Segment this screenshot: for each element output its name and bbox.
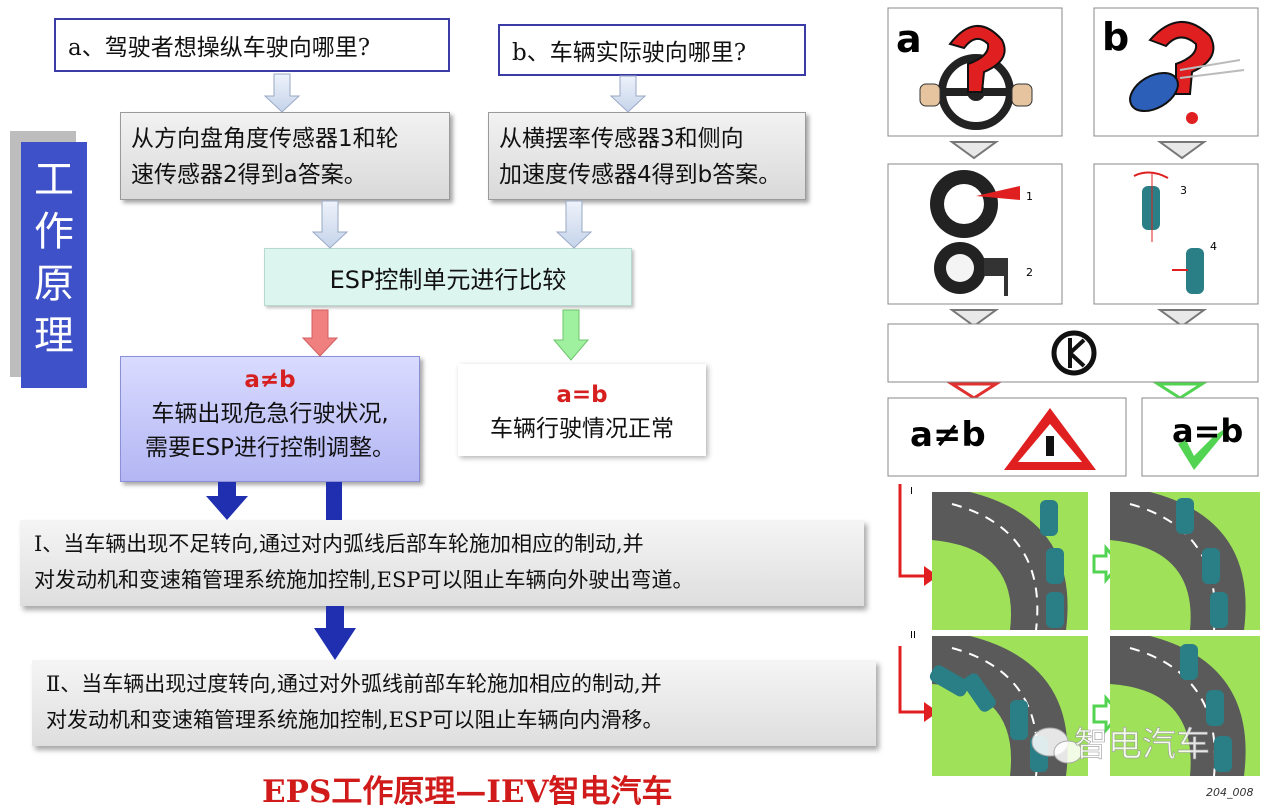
flow-arrows [206, 73, 647, 660]
neq-title: a≠b [244, 367, 296, 393]
lateral-car-icon [1172, 248, 1204, 294]
panel-sensors-b [1093, 163, 1259, 305]
side-title-char: 作 [34, 209, 74, 255]
steering-question-icon [919, 24, 1033, 130]
red-flow-line [898, 646, 924, 714]
road-scene-1b [1110, 492, 1260, 631]
figure-code: 204_008 [1206, 786, 1254, 799]
watermark-text: 智电汽车 [1074, 725, 1210, 765]
car-question-icon [1129, 20, 1245, 124]
green-arrow-icon [1152, 382, 1208, 400]
compare-box: ESP控制单元进行比较 [264, 248, 632, 306]
sensor-number: 4 [1210, 240, 1217, 253]
neq-line: 车辆出现危急行驶状况, [151, 401, 389, 427]
sensor-a-line: 从方向盘角度传感器1和轮 [131, 126, 399, 152]
case2-line: Ⅱ、当车辆出现过度转向,通过对外弧线前部车轮施加相应的制动,并 [46, 672, 662, 696]
arrow-down-icon [948, 141, 1000, 160]
neq-sign-text: a≠b [910, 415, 986, 455]
arrow-down-icon [609, 75, 647, 113]
diagram-panel: a b 1 2 3 [887, 7, 1260, 799]
yaw-car-icon [1133, 171, 1169, 242]
check-icon [1178, 424, 1232, 470]
road-scene-1a [932, 492, 1088, 631]
neq-box: a≠b 车辆出现危急行驶状况, 需要ESP进行控制调整。 [120, 356, 420, 482]
control-unit-icon [1051, 330, 1097, 376]
question-a-text: a、驾驶者想操纵车驶向哪里? [68, 35, 371, 61]
blue-bar [326, 482, 342, 520]
sensor-number: 2 [1026, 266, 1033, 279]
arrow-down-icon [263, 73, 301, 113]
side-title-char: 原 [34, 261, 74, 307]
eq-box: a=b 车辆行驶情况正常 [458, 364, 706, 456]
case-numeral: I [910, 486, 913, 497]
panel-b-label: b [1102, 15, 1129, 59]
caption: EPS工作原理—IEV智电汽车 [262, 774, 673, 810]
blue-arrow-icon [314, 606, 356, 660]
arrow-down-icon [948, 309, 1000, 328]
case1-line: 对发动机和变速箱管理系统施加控制,ESP可以阻止车辆向外驶出弯道。 [34, 568, 694, 592]
compare-text: ESP控制单元进行比较 [329, 265, 567, 294]
wheel-sensor-icon [934, 242, 1008, 296]
case1-line: Ⅰ、当车辆出现不足转向,通过对内弧线后部车轮施加相应的制动,并 [34, 532, 644, 556]
case2-box: Ⅱ、当车辆出现过度转向,通过对外弧线前部车轮施加相应的制动,并 对发动机和变速箱… [32, 660, 876, 746]
panel-eq [1141, 397, 1259, 477]
eq-title: a=b [556, 382, 608, 408]
side-title-char: 理 [34, 313, 74, 359]
warning-triangle-icon [1004, 408, 1096, 470]
sensor-number: 3 [1180, 184, 1187, 197]
steering-wheel-icon [930, 170, 1020, 238]
sensor-b-line: 加速度传感器4得到b答案。 [499, 162, 782, 188]
case-numeral: II [910, 630, 916, 641]
panel-a-label: a [896, 17, 922, 61]
red-flow-line [898, 484, 924, 578]
arrow-down-icon [555, 200, 593, 249]
red-arrow-icon [946, 382, 1002, 400]
arrow-down-icon [1156, 309, 1208, 328]
sensor-number: 1 [1026, 190, 1033, 203]
sensor-a-line: 速传感器2得到a答案。 [131, 162, 367, 188]
red-arrow-icon [924, 566, 938, 586]
red-arrow-icon [301, 309, 339, 357]
sensor-b-box: 从横摆率传感器3和侧向 加速度传感器4得到b答案。 [488, 112, 806, 200]
question-b-text: b、车辆实际驶向哪里? [512, 40, 747, 66]
eq-line: 车辆行驶情况正常 [490, 416, 674, 442]
road-scene-2b [1110, 636, 1260, 777]
sensor-a-box: 从方向盘角度传感器1和轮 速传感器2得到a答案。 [120, 112, 450, 200]
blue-arrow-icon [206, 482, 248, 520]
case1-box: Ⅰ、当车辆出现不足转向,通过对内弧线后部车轮施加相应的制动,并 对发动机和变速箱… [20, 520, 864, 606]
eq-sign-text: a=b [1172, 412, 1243, 450]
neq-line: 需要ESP进行控制调整。 [144, 435, 395, 461]
case2-line: 对发动机和变速箱管理系统施加控制,ESP可以阻止车辆向内滑移。 [46, 708, 664, 732]
side-title: 工 作 原 理 [21, 142, 87, 388]
arrow-down-icon [1156, 141, 1208, 160]
arrow-down-icon [311, 200, 349, 249]
red-arrow-icon [924, 702, 938, 722]
green-arrow-icon [552, 309, 590, 361]
question-a-box: a、驾驶者想操纵车驶向哪里? [54, 18, 450, 72]
sensor-b-line: 从横摆率传感器3和侧向 [499, 126, 744, 152]
side-title-char: 工 [34, 157, 74, 203]
question-b-box: b、车辆实际驶向哪里? [498, 24, 806, 76]
wechat-icon [1031, 727, 1083, 764]
